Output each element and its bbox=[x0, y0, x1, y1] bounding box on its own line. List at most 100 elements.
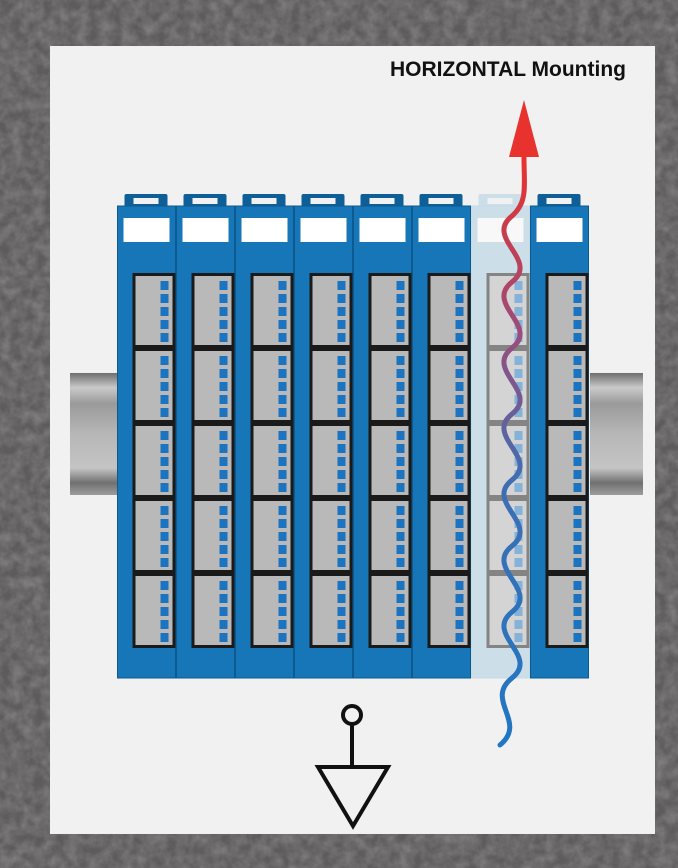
terminal-screw bbox=[573, 532, 582, 541]
terminal-screw bbox=[514, 444, 523, 453]
terminal-screw bbox=[396, 408, 405, 417]
terminal-screw bbox=[219, 382, 228, 391]
terminal-screw bbox=[337, 307, 346, 316]
terminal-screw bbox=[160, 444, 169, 453]
terminal-screw bbox=[514, 369, 523, 378]
module-row bbox=[117, 194, 589, 679]
module-clip-slot bbox=[192, 198, 218, 204]
module-clip-slot bbox=[310, 198, 336, 204]
terminal-screw bbox=[573, 356, 582, 365]
terminal-screw bbox=[396, 558, 405, 567]
terminal-screw bbox=[337, 444, 346, 453]
terminal-screw bbox=[160, 395, 169, 404]
terminal-screw bbox=[278, 620, 287, 629]
terminal-screw bbox=[573, 558, 582, 567]
terminal-screw bbox=[160, 382, 169, 391]
terminal-screw bbox=[278, 294, 287, 303]
terminal-screw bbox=[396, 483, 405, 492]
terminal-screw bbox=[573, 607, 582, 616]
terminal-screw bbox=[396, 581, 405, 590]
terminal-screw bbox=[455, 581, 464, 590]
terminal-screw bbox=[337, 457, 346, 466]
terminal-screw bbox=[219, 545, 228, 554]
terminal-screw bbox=[396, 594, 405, 603]
terminal-screw bbox=[278, 558, 287, 567]
terminal-screw bbox=[278, 395, 287, 404]
terminal-screw bbox=[573, 506, 582, 515]
terminal-screw bbox=[219, 558, 228, 567]
terminal-screw bbox=[219, 369, 228, 378]
terminal-screw bbox=[278, 320, 287, 329]
terminal-screw bbox=[278, 506, 287, 515]
terminal-screw bbox=[573, 620, 582, 629]
terminal-screw bbox=[455, 470, 464, 479]
terminal-screw bbox=[455, 294, 464, 303]
din-rail-right bbox=[590, 373, 643, 495]
module-clip-slot bbox=[546, 198, 572, 204]
terminal-screw bbox=[278, 519, 287, 528]
terminal-screw bbox=[219, 395, 228, 404]
module-clip-slot bbox=[251, 198, 277, 204]
terminal-screw bbox=[160, 483, 169, 492]
terminal-screw bbox=[455, 356, 464, 365]
terminal-screw bbox=[514, 294, 523, 303]
terminal-screw bbox=[514, 545, 523, 554]
terminal-screw bbox=[514, 281, 523, 290]
terminal-screw bbox=[514, 408, 523, 417]
terminal-screw bbox=[337, 558, 346, 567]
terminal-screw bbox=[455, 444, 464, 453]
terminal-screw bbox=[160, 607, 169, 616]
terminal-screw bbox=[573, 545, 582, 554]
terminal-screw bbox=[514, 431, 523, 440]
terminal-screw bbox=[337, 333, 346, 342]
module-2 bbox=[176, 194, 235, 679]
terminal-screw bbox=[396, 281, 405, 290]
terminal-screw bbox=[396, 506, 405, 515]
terminal-screw bbox=[278, 633, 287, 642]
terminal-screw bbox=[455, 594, 464, 603]
terminal-screw bbox=[278, 483, 287, 492]
terminal-screw bbox=[337, 506, 346, 515]
terminal-screw bbox=[219, 294, 228, 303]
terminal-screw bbox=[573, 581, 582, 590]
terminal-screw bbox=[337, 395, 346, 404]
terminal-screw bbox=[396, 333, 405, 342]
terminal-screw bbox=[337, 320, 346, 329]
terminal-screw bbox=[455, 633, 464, 642]
terminal-screw bbox=[219, 483, 228, 492]
terminal-screw bbox=[396, 356, 405, 365]
terminal-screw bbox=[573, 382, 582, 391]
terminal-screw bbox=[455, 333, 464, 342]
module-label-window bbox=[359, 218, 406, 242]
terminal-screw bbox=[573, 369, 582, 378]
terminal-screw bbox=[160, 558, 169, 567]
terminal-screw bbox=[337, 483, 346, 492]
module-label-window bbox=[123, 218, 170, 242]
terminal-screw bbox=[219, 519, 228, 528]
terminal-screw bbox=[278, 408, 287, 417]
module-clip-slot bbox=[428, 198, 454, 204]
terminal-screw bbox=[219, 333, 228, 342]
terminal-screw bbox=[219, 281, 228, 290]
terminal-screw bbox=[160, 294, 169, 303]
terminal-screw bbox=[160, 457, 169, 466]
terminal-screw bbox=[455, 558, 464, 567]
terminal-screw bbox=[396, 382, 405, 391]
terminal-screw bbox=[219, 320, 228, 329]
terminal-screw bbox=[396, 320, 405, 329]
terminal-screw bbox=[219, 457, 228, 466]
module-8 bbox=[530, 194, 589, 679]
terminal-screw bbox=[396, 532, 405, 541]
terminal-screw bbox=[514, 558, 523, 567]
terminal-screw bbox=[278, 307, 287, 316]
terminal-screw bbox=[514, 382, 523, 391]
terminal-screw bbox=[219, 470, 228, 479]
module-label-window bbox=[182, 218, 229, 242]
terminal-screw bbox=[455, 545, 464, 554]
terminal-screw bbox=[278, 333, 287, 342]
terminal-screw bbox=[219, 307, 228, 316]
terminal-screw bbox=[455, 607, 464, 616]
terminal-screw bbox=[455, 483, 464, 492]
terminal-screw bbox=[396, 633, 405, 642]
terminal-screw bbox=[573, 431, 582, 440]
